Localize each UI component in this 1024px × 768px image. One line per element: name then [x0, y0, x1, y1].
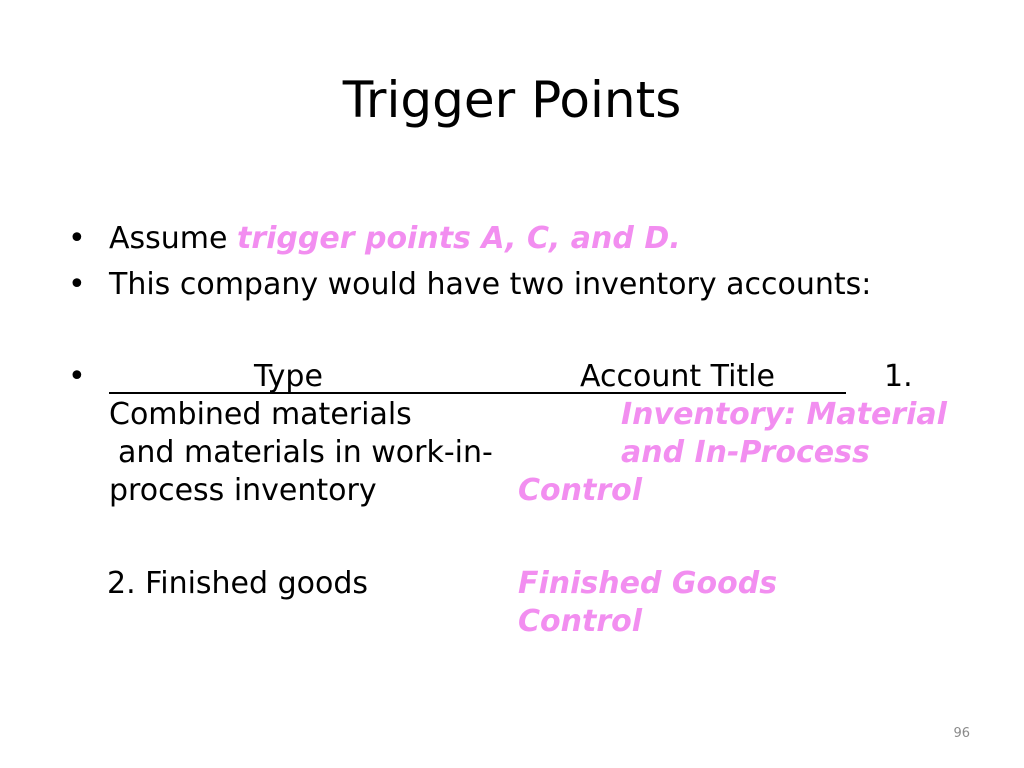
slide-title: Trigger Points	[342, 71, 682, 129]
row2-type: 2. Finished goods	[107, 566, 369, 601]
bullet-dot: •	[68, 267, 86, 302]
bullet-dot: •	[68, 221, 86, 256]
table-header-rule	[109, 392, 846, 394]
bullet-assume: Assume trigger points A, C, and D.	[109, 220, 681, 258]
row2-account-line1: Finished Goods	[518, 566, 778, 601]
bullet-assume-prefix: Assume	[109, 221, 238, 256]
row1-account-line2: and In-Process	[621, 435, 870, 470]
row1-type-line3: process inventory	[109, 473, 377, 508]
row1-type-line2: and materials in work-in-	[118, 435, 493, 470]
slide-number: 96	[953, 726, 970, 741]
trigger-points-emphasis: trigger points A, C, and D.	[237, 221, 681, 256]
bullet-dot: •	[68, 359, 86, 394]
bullet-inventory-accounts: This company would have two inventory ac…	[109, 267, 872, 302]
row1-account-line1: Inventory: Material	[621, 397, 947, 432]
row1-number: 1.	[884, 359, 913, 394]
row1-type-line1: Combined materials	[109, 397, 412, 432]
table-header-account-title: Account Title	[580, 359, 775, 394]
table-header-underline: Type Account Title .	[109, 358, 846, 396]
row2-account-line2: Control	[518, 604, 643, 639]
table-header-type: Type	[254, 359, 323, 394]
row1-account-line3: Control	[518, 473, 643, 508]
